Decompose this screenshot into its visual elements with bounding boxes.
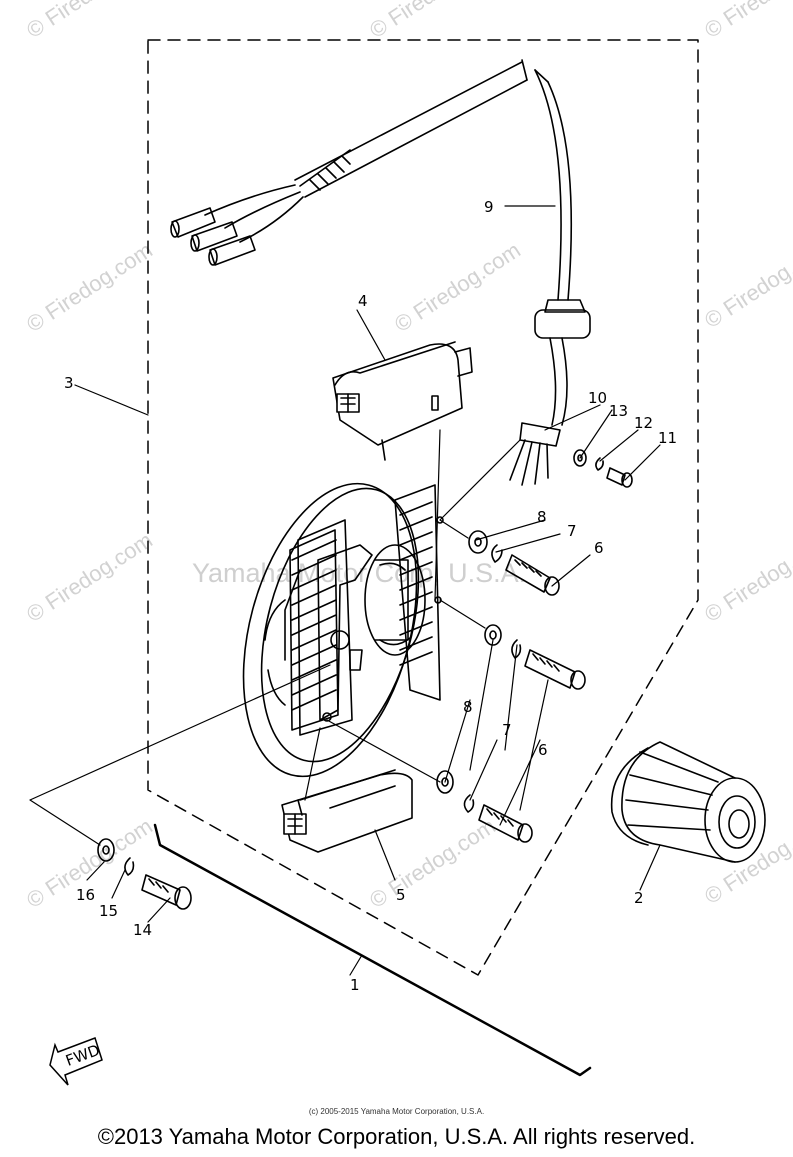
cable-clamp-hardware [573,449,633,488]
callout-12: 12 [634,414,653,432]
callout-6-upper: 6 [594,539,604,557]
part-4-ignition-coil [332,341,473,461]
middle-hardware [484,624,586,690]
callout-8-upper: 8 [537,508,547,526]
callout-3: 3 [64,374,74,392]
diagram-svg: FWD 1 2 3 4 5 6 6 6 7 7 8 8 9 10 11 12 1… [29,39,766,1086]
callout-9: 9 [484,198,494,216]
lower-hardware [436,770,533,843]
copyright-small: (c) 2005-2015 Yamaha Motor Corporation, … [308,1107,485,1116]
callout-7-lower: 7 [502,721,512,739]
fwd-label: FWD [63,1041,102,1070]
callout-15: 15 [99,902,118,920]
callout-labels: 1 2 3 4 5 6 6 6 7 7 8 8 9 10 11 12 13 14… [64,198,677,994]
left-hardware [97,838,192,910]
callout-8-lower: 8 [463,698,473,716]
leader-lines [29,205,661,976]
callout-1: 1 [350,976,360,994]
copyright-main: ©2013 Yamaha Motor Corporation, U.S.A. A… [97,1124,696,1149]
callout-13: 13 [609,402,628,420]
part-2-oil-filter [610,741,766,863]
upper-hardware [468,530,560,596]
callout-7-upper: 7 [567,522,577,540]
callout-4: 4 [358,292,368,310]
stator-plate [242,482,444,778]
callout-16: 16 [76,886,95,904]
part-1-bracket [153,823,592,1077]
callout-10: 10 [588,389,607,407]
callout-14: 14 [133,921,152,939]
assembly-boundary [147,39,699,976]
callout-11: 11 [658,429,677,447]
callout-5: 5 [396,886,406,904]
part-5-pickup-coil [281,769,413,853]
cable-harness [170,59,591,486]
fwd-arrow: FWD [49,1037,103,1086]
callout-2: 2 [634,889,644,907]
callout-6-middle: 6 [538,741,548,759]
